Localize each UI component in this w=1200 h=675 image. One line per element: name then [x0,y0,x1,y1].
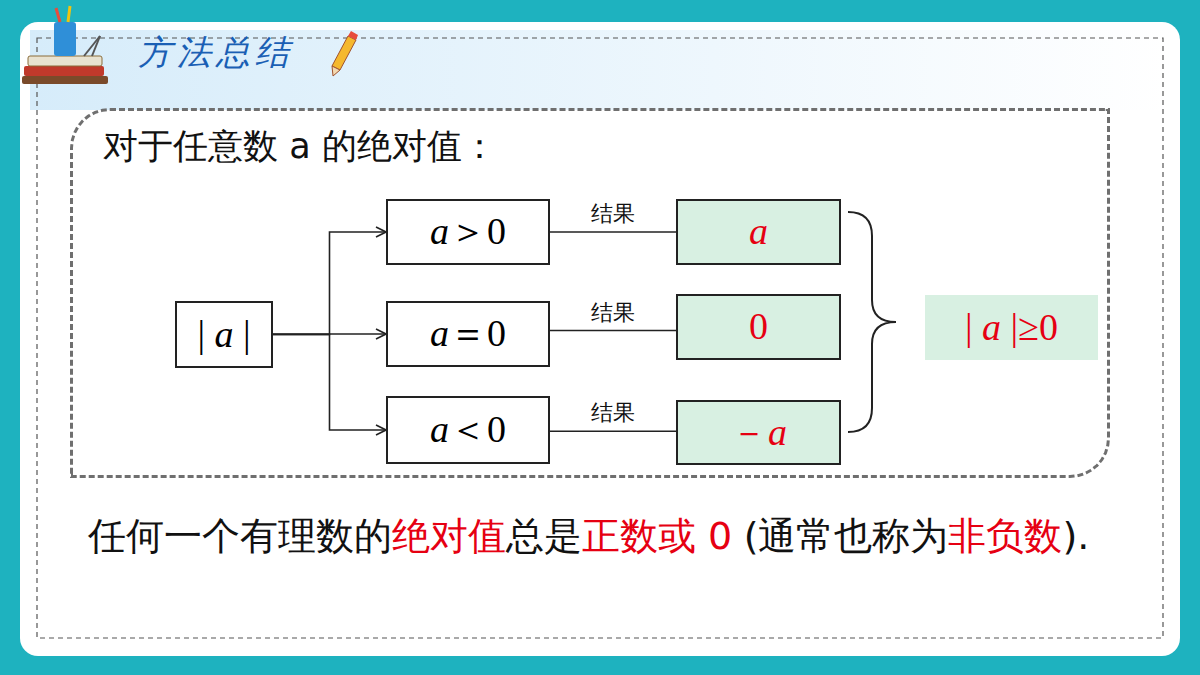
pencil-tip [332,66,340,76]
edge-label: 结果 [591,398,635,428]
summary-text: 绝对值 [392,514,506,558]
book [28,56,102,66]
summary-text: 任何一个有理数的 [88,514,392,558]
panel-dashed-border [37,38,1163,638]
summary-sentence: 任何一个有理数的绝对值总是正数或 0 (通常也称为非负数). [88,506,1098,566]
condition-box: a＜0 [386,396,550,464]
edge-label: 结果 [591,199,635,229]
branch-arrow [273,232,386,335]
summary-text: ). [1062,514,1089,558]
white-panel [20,22,1180,656]
pen-cup [54,22,76,56]
pencil [56,8,60,22]
condition-box: a＝0 [386,301,550,367]
summary-text: 正数或 0 [582,514,732,558]
result-line [550,231,676,233]
input-box: | a | [175,301,273,368]
branch-arrow [273,335,386,431]
slide-title: 方法总结 [138,30,294,76]
math-expression: －a [730,412,787,454]
compass [92,36,100,56]
conclusion-box: | a |≥0 [925,295,1098,360]
summary-text: (通常也称为 [744,514,949,558]
math-expression: a＝0 [430,313,506,355]
result-box: －a [676,400,841,465]
math-expression: a＜0 [430,409,506,451]
result-box: a [676,199,841,265]
brace-bracket [848,212,896,432]
header-band [30,30,1170,110]
result-box: 0 [676,294,841,360]
condition-box: a＞0 [386,199,550,265]
pencil-eraser [348,31,358,40]
dashed-region: 对于任意数 a 的绝对值： | a | a＞0 a＝0 a＜0 a 0 －a | a |≥0 [70,108,1110,478]
math-expression: 0 [749,306,768,348]
book [24,66,104,76]
math-expression: | a |≥0 [965,307,1058,349]
compass [84,36,100,56]
region-heading: 对于任意数 a 的绝对值： [103,123,497,170]
summary-text: 非负数 [948,514,1062,558]
math-expression: a [749,211,768,253]
pencil-icon [332,31,358,76]
pencil [68,6,70,22]
summary-text: 总是 [506,514,582,558]
books-icon [22,6,108,84]
math-expression: a＞0 [430,211,506,253]
result-line [550,330,676,332]
math-expression: | a | [197,314,250,356]
result-line [550,430,676,432]
book [22,76,108,84]
pencil-body [332,36,356,70]
edge-label: 结果 [591,298,635,328]
